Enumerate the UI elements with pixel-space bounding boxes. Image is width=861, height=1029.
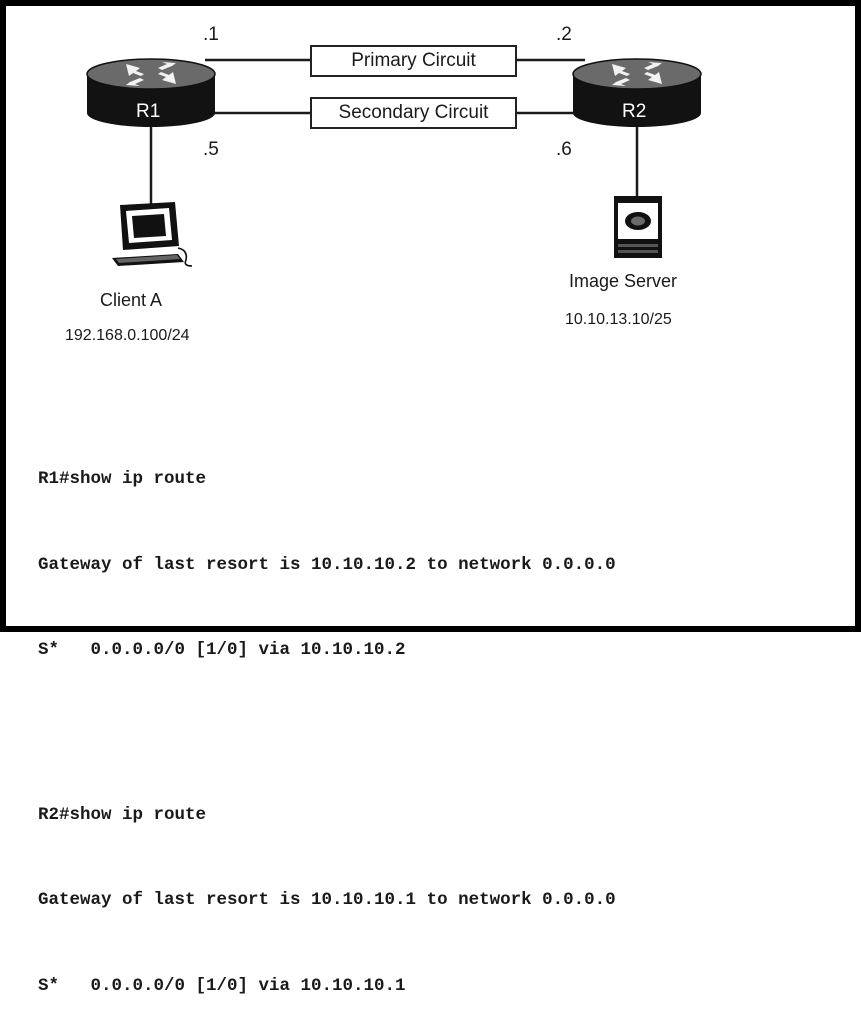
r1-gateway-line: Gateway of last resort is 10.10.10.2 to … [38, 554, 616, 575]
r2-gateway-line: Gateway of last resort is 10.10.10.1 to … [38, 890, 616, 910]
r1-command-line: R1#show ip route [38, 469, 207, 489]
r1-route-line: S* 0.0.0.0/0 [1/0] via 10.10.10.2 [38, 640, 406, 660]
secondary-circuit-box: Secondary Circuit [310, 97, 517, 129]
router-r1-label: R1 [136, 101, 161, 122]
router-r2-icon [572, 58, 702, 127]
client-name-label: Client A [100, 290, 163, 310]
r2-command-line: R2#show ip route [38, 804, 207, 825]
router-r1-icon [86, 58, 216, 127]
r1-secondary-interface-label: .5 [203, 139, 219, 160]
cli-spacer [38, 722, 616, 744]
r1-primary-interface-label: .1 [203, 24, 219, 45]
server-ip-label: 10.10.13.10/25 [565, 311, 672, 328]
r2-secondary-interface-label: .6 [556, 139, 572, 160]
r2-route-line: S* 0.0.0.0/0 [1/0] via 10.10.10.1 [38, 975, 406, 996]
primary-circuit-box: Primary Circuit [310, 45, 517, 77]
server-icon [614, 196, 662, 258]
r2-primary-interface-label: .2 [556, 24, 572, 45]
cli-output: R1#show ip route Gateway of last resort … [38, 408, 616, 1029]
client-ip-label: 192.168.0.100/24 [65, 327, 190, 344]
server-name-label: Image Server [569, 271, 678, 291]
client-pc-icon [112, 202, 193, 267]
network-diagram [86, 58, 702, 267]
router-r2-label: R2 [622, 101, 647, 122]
